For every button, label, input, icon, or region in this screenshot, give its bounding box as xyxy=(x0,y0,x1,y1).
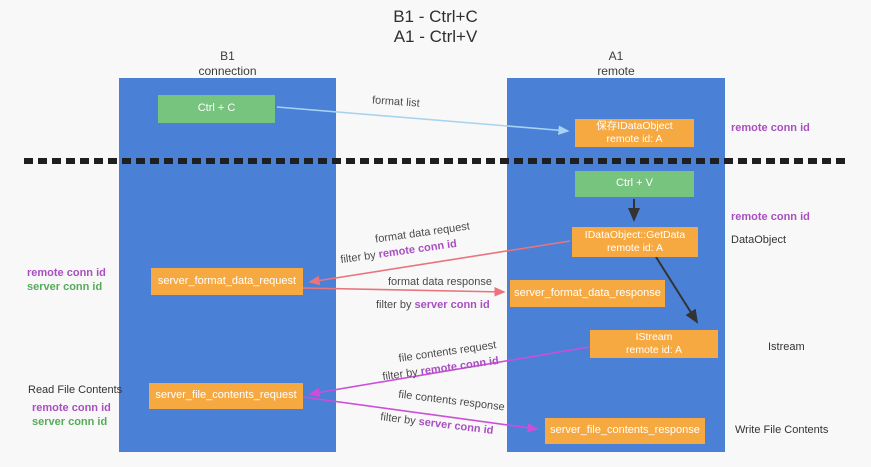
server-file-contents-response-box: server_file_contents_response xyxy=(545,418,705,444)
title-line-2: A1 - Ctrl+V xyxy=(393,27,478,47)
lifeline-header-a1: A1 remote xyxy=(507,49,725,79)
save-dataobject-box: 保存IDataObject remote id: A xyxy=(575,119,694,147)
lifeline-a1-name: A1 xyxy=(608,49,624,63)
file-contents-request-arrow xyxy=(308,346,590,398)
getdata-line2: remote id: A xyxy=(606,242,664,254)
istream-line2: remote id: A xyxy=(625,344,683,356)
format-data-request-arrow xyxy=(308,240,571,286)
format-response-filter-label: filter by server conn id xyxy=(376,299,490,311)
format-data-response-arrow xyxy=(302,287,506,297)
server-conn-id-text: server conn id xyxy=(414,299,490,311)
server-file-contents-request-label: server_file_contents_request xyxy=(155,389,297,402)
write-file-contents-label: Write File Contents xyxy=(735,424,829,436)
server-format-data-response-label: server_format_data_response xyxy=(514,286,661,299)
getdata-box: IDataObject::GetData remote id: A xyxy=(572,227,698,257)
save-dataobject-line1: 保存IDataObject xyxy=(596,119,673,132)
server-conn-id-left-2: server conn id xyxy=(32,416,108,428)
server-format-data-request-box: server_format_data_request xyxy=(151,268,303,295)
format-data-response-label: format data response xyxy=(388,276,492,288)
istream-line1: IStream xyxy=(635,330,673,343)
getdata-line1: IDataObject::GetData xyxy=(584,228,686,241)
getdata-to-istream-arrow xyxy=(655,256,699,324)
ctrl-c-box: Ctrl + C xyxy=(158,95,275,123)
remote-conn-id-left-1: remote conn id xyxy=(27,267,106,279)
ctrl-c-label: Ctrl + C xyxy=(197,102,236,115)
server-file-contents-response-label: server_file_contents_response xyxy=(550,424,700,437)
title-line-1: B1 - Ctrl+C xyxy=(393,7,478,26)
istream-box: IStream remote id: A xyxy=(590,330,718,358)
server-file-contents-request-box: server_file_contents_request xyxy=(149,383,303,409)
machine-boundary-dashed-line xyxy=(24,158,848,164)
file-contents-response-arrow xyxy=(302,396,539,433)
remote-conn-id-left-2: remote conn id xyxy=(32,402,111,414)
read-file-contents-label: Read File Contents xyxy=(28,384,123,396)
save-dataobject-line2: remote id: A xyxy=(606,133,663,145)
remote-conn-id-right-1: remote conn id xyxy=(731,122,810,134)
ctrl-v-box: Ctrl + V xyxy=(575,171,694,197)
lifeline-a1-role: remote xyxy=(597,64,635,78)
lifeline-b1-role: connection xyxy=(198,64,257,78)
diagram-title: B1 - Ctrl+C A1 - Ctrl+V xyxy=(0,7,871,47)
filter-by-text: filter by xyxy=(376,299,415,311)
lifeline-header-b1: B1 connection xyxy=(119,49,336,79)
istream-side-label: Istream xyxy=(768,341,805,353)
remote-conn-id-right-2: remote conn id xyxy=(731,211,810,223)
lifeline-b1-name: B1 xyxy=(220,49,235,63)
format-list-arrow xyxy=(276,106,570,135)
ctrl-v-label: Ctrl + V xyxy=(616,177,653,190)
dataobject-side-label: DataObject xyxy=(731,234,787,246)
server-format-data-request-label: server_format_data_request xyxy=(157,274,297,287)
server-conn-id-left-1: server conn id xyxy=(27,281,103,293)
server-format-data-response-box: server_format_data_response xyxy=(510,280,665,307)
